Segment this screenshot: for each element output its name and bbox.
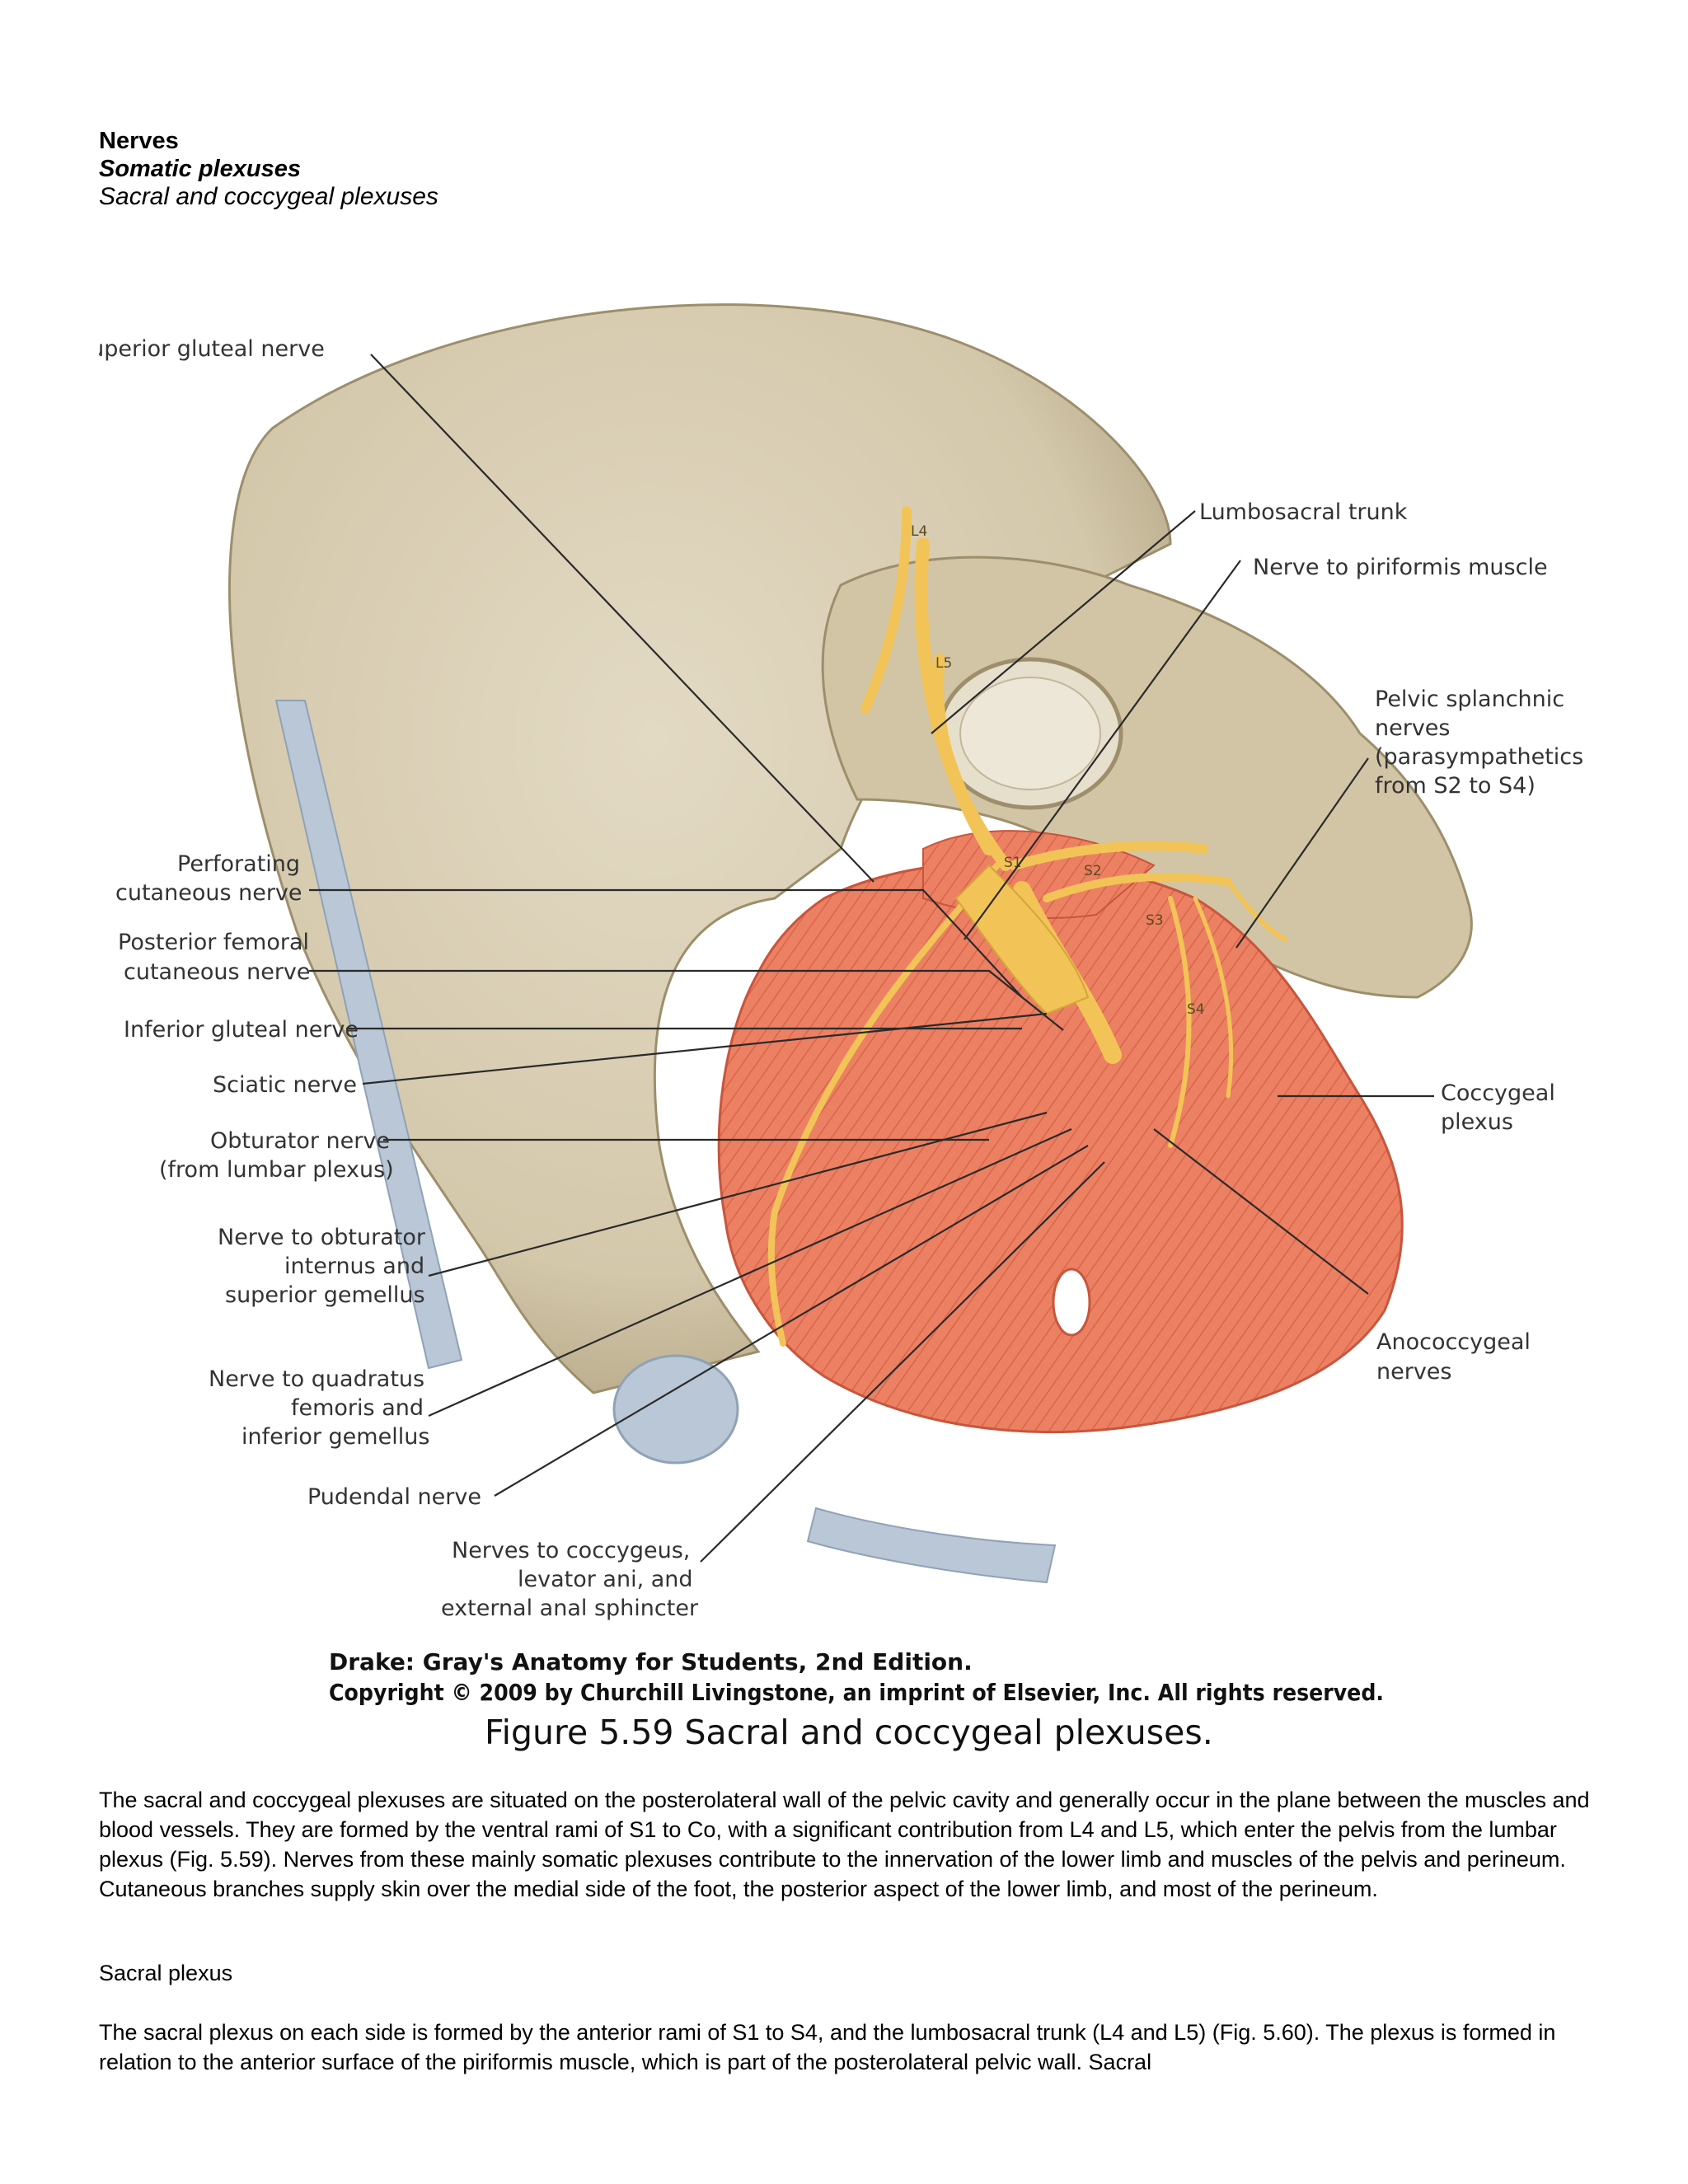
label-inferior-gluteal-nerve: Inferior gluteal nerve: [124, 1017, 359, 1043]
label-splanchnic-line1: Pelvic splanchnic: [1375, 687, 1564, 712]
label-coccygeus-line3: external anal sphincter: [441, 1596, 699, 1621]
label-coccygeal-plexus-line1: Coccygeal: [1441, 1080, 1555, 1106]
heading-nerves: Nerves: [99, 128, 179, 154]
heading-somatic-plexuses: Somatic plexuses: [99, 156, 301, 182]
pubic-ramus-ligament: [806, 1507, 1057, 1584]
anal-opening: [1052, 1268, 1091, 1337]
label-lumbosacral-trunk: Lumbosacral trunk: [1199, 499, 1408, 525]
ischial-tuberosity: [612, 1354, 739, 1465]
label-obt-internus-line2: internus and: [284, 1254, 424, 1279]
leader-lines-right: [931, 510, 1434, 1295]
label-sciatic-nerve: Sciatic nerve: [213, 1072, 357, 1098]
sciatic-nerve-trunk: [954, 864, 1090, 1015]
label-perforating-line1: Perforating: [177, 851, 300, 877]
body-paragraph-2: The sacral plexus on each side is formed…: [99, 2020, 1556, 2074]
label-splanchnic-line3: (parasympathetics: [1375, 744, 1583, 770]
label-perforating-line2: cutaneous nerve: [115, 880, 302, 906]
label-splanchnic-line4: from S2 to S4): [1375, 773, 1536, 799]
label-anococcygeal-line2: nerves: [1376, 1359, 1451, 1385]
label-superior-gluteal-nerve: Superior gluteal nerve: [99, 336, 325, 362]
label-l5: L5: [935, 655, 952, 672]
body-paragraph-1: The sacral and coccygeal plexuses are si…: [99, 1788, 1590, 1901]
label-s3: S3: [1146, 912, 1164, 929]
label-obturator-line1: Obturator nerve: [210, 1128, 390, 1154]
label-s4: S4: [1187, 1001, 1205, 1018]
anatomy-figure: L4 L5 S1 S2 S3 S4 Superior gluteal nerve…: [99, 303, 1583, 1752]
label-obturator-line2: (from lumbar plexus): [159, 1157, 394, 1183]
sacrotuberous-ligament: [274, 700, 463, 1370]
label-anococcygeal-line1: Anococcygeal: [1376, 1329, 1531, 1355]
l5-vertebral-disc: [959, 677, 1101, 790]
label-splanchnic-line2: nerves: [1375, 715, 1450, 741]
figure-credit-line2: Copyright © 2009 by Churchill Livingston…: [329, 1679, 1384, 1706]
label-quadratus-line1: Nerve to quadratus: [209, 1366, 424, 1392]
leader-lines-left: [309, 354, 1105, 1563]
label-nerve-to-piriformis: Nerve to piriformis muscle: [1253, 555, 1548, 580]
figure-caption: Figure 5.59 Sacral and coccygeal plexuse…: [485, 1713, 1213, 1752]
label-coccygeal-plexus-line2: plexus: [1441, 1109, 1513, 1135]
label-posterior-femoral-line1: Posterior femoral: [118, 930, 309, 955]
label-obt-internus-line1: Nerve to obturator: [218, 1225, 426, 1250]
label-obt-internus-line3: superior gemellus: [225, 1282, 425, 1308]
label-l4: L4: [911, 523, 927, 540]
label-coccygeus-line1: Nerves to coccygeus,: [452, 1538, 690, 1563]
label-pudendal-nerve: Pudendal nerve: [307, 1484, 481, 1510]
figure-credit-line1: Drake: Gray's Anatomy for Students, 2nd …: [329, 1648, 973, 1675]
label-s2: S2: [1084, 863, 1102, 879]
label-quadratus-line2: femoris and: [291, 1395, 424, 1421]
subheading-sacral-plexus: Sacral plexus: [99, 1961, 233, 1985]
label-quadratus-line3: inferior gemellus: [241, 1424, 429, 1450]
label-posterior-femoral-line2: cutaneous nerve: [124, 959, 311, 985]
label-coccygeus-line2: levator ani, and: [518, 1567, 693, 1592]
pelvic-floor-muscle: [717, 860, 1404, 1433]
heading-sacral-coccygeal: Sacral and coccygeal plexuses: [99, 183, 438, 210]
